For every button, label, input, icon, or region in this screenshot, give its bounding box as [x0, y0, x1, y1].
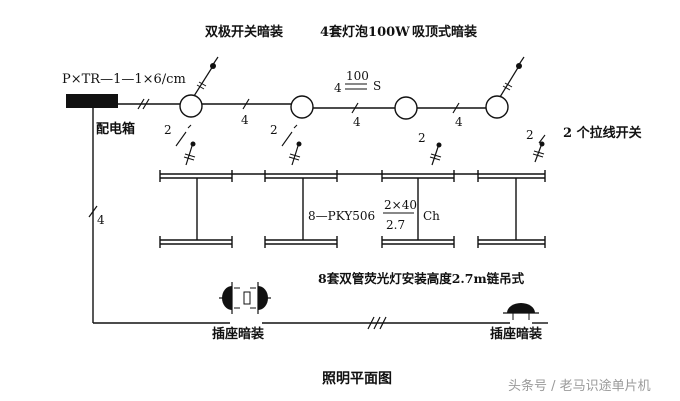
wire-count-tick	[242, 98, 250, 110]
pull-switch: 2	[270, 123, 302, 166]
fluorescent-prefix-label: 8—PKY506	[308, 209, 375, 223]
pull-switch: 2	[526, 128, 546, 163]
fluorescent-note: 8套双管荧光灯安装高度2.7m链吊式	[318, 271, 525, 286]
wire-count-tick	[137, 98, 145, 110]
switch-tick	[504, 82, 513, 88]
cable-spec-label: P×TR—1—1×6/cm	[62, 72, 186, 87]
fluorescent-mount-code-label: Ch	[423, 209, 440, 223]
ceiling-lamp	[179, 94, 203, 118]
socket-concealed	[243, 282, 271, 314]
bulb-spec-label: 4套灯泡100W	[320, 24, 410, 40]
svg-text:2: 2	[418, 131, 426, 145]
wire-count-label: 4	[241, 113, 249, 127]
switch-tick	[198, 81, 207, 87]
lamp-mount-code-label: S	[373, 79, 381, 93]
pull-switch: 2	[164, 123, 196, 166]
top-title-label: 双极开关暗装	[205, 24, 283, 40]
wire-count-label: 4	[455, 115, 463, 129]
wire-count-label: 4	[97, 213, 105, 227]
watermark: 头条号 / 老马识途单片机	[508, 378, 651, 394]
wire-count-tick	[373, 316, 381, 330]
switch-knob	[210, 63, 216, 69]
pull-switch: 2	[418, 131, 442, 166]
ceiling-mount-label: 吸顶式暗装	[412, 24, 477, 40]
wire-count-tick	[379, 316, 387, 330]
ceiling-lamp	[290, 95, 314, 119]
distribution-box	[66, 94, 118, 108]
wire-count-tick	[452, 102, 460, 114]
switch-lever	[211, 56, 219, 67]
fluorescent-height-label: 2.7	[386, 218, 405, 232]
socket-right-label: 插座暗装	[490, 326, 542, 342]
wire-count-tick	[351, 102, 359, 114]
wire-count-tick	[88, 205, 98, 218]
switch-lever	[517, 56, 525, 67]
plan-title: 照明平面图	[322, 371, 392, 387]
switch-tick	[196, 84, 205, 90]
svg-text:2: 2	[270, 123, 278, 137]
ceiling-lamp	[394, 96, 418, 120]
ceiling-lamp	[485, 95, 509, 119]
distribution-box-label: 配电箱	[96, 121, 135, 137]
socket-concealed	[219, 282, 240, 314]
pull-switch-note: 2 个拉线开关	[563, 125, 642, 141]
lamp-qty-label: 4	[334, 81, 342, 95]
svg-text:2: 2	[164, 123, 172, 137]
socket-left-label: 插座暗装	[212, 326, 264, 342]
svg-text:2: 2	[526, 128, 534, 142]
wire-count-tick	[367, 316, 375, 330]
lamp-power-label: 100	[346, 69, 369, 83]
wire-count-label: 4	[353, 115, 361, 129]
switch-lever	[193, 65, 214, 97]
switch-knob	[516, 63, 522, 69]
switch-tick	[502, 85, 511, 91]
socket-concealed	[503, 303, 539, 320]
fluorescent-spec-backdrop	[306, 200, 416, 232]
wire-count-tick	[142, 98, 150, 110]
switch-lever	[499, 65, 520, 98]
fluorescent-power-label: 2×40	[384, 198, 417, 212]
